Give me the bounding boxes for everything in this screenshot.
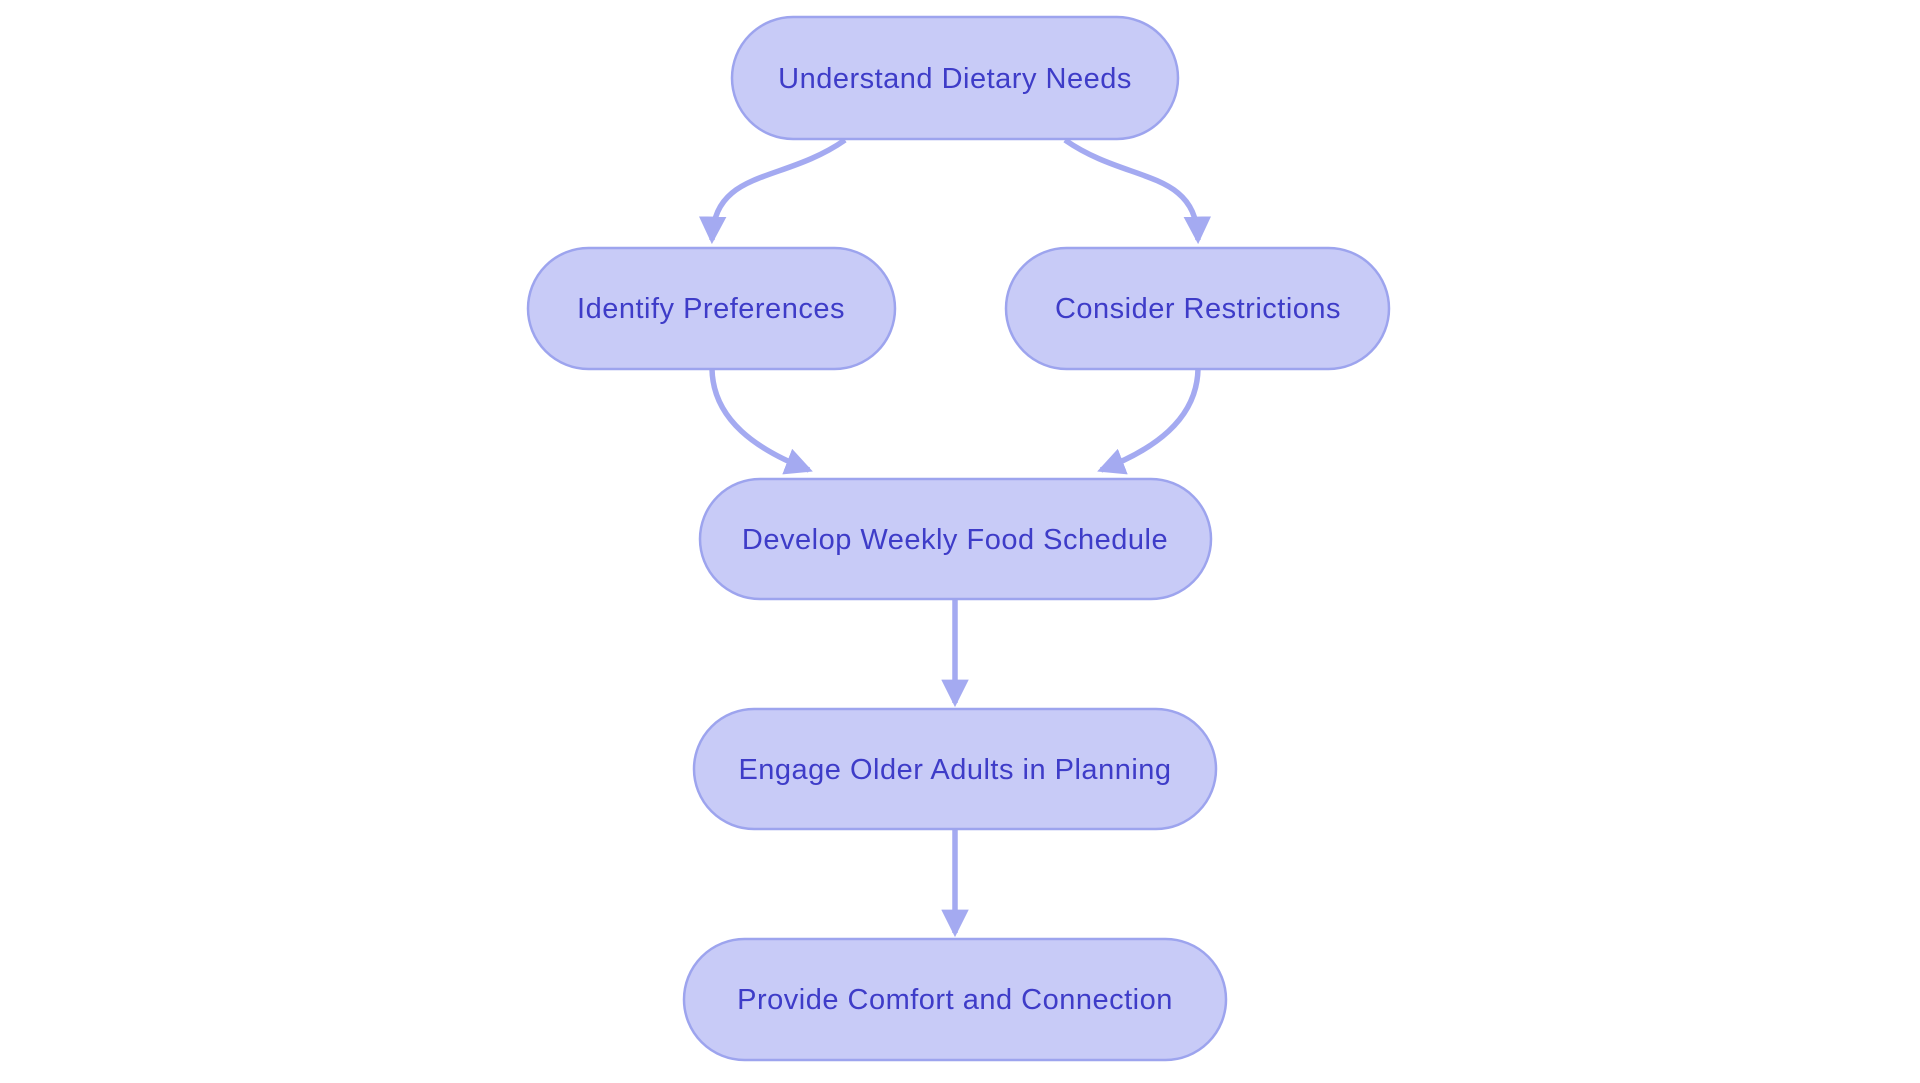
node-label: Identify Preferences <box>577 293 845 325</box>
node-develop-weekly-food-schedule: Develop Weekly Food Schedule <box>698 477 1213 601</box>
edge-identify-to-develop <box>709 368 813 475</box>
node-shape <box>682 937 1228 1062</box>
node-label: Engage Older Adults in Planning <box>738 754 1171 786</box>
node-label: Provide Comfort and Connection <box>737 984 1173 1016</box>
node-consider-restrictions: Consider Restrictions <box>1004 246 1391 371</box>
node-label: Consider Restrictions <box>1055 293 1341 325</box>
node-shape <box>730 15 1180 141</box>
edge-understand-to-consider <box>1063 137 1212 245</box>
node-understand-dietary-needs: Understand Dietary Needs <box>730 15 1180 141</box>
edge-understand-to-identify <box>698 137 847 245</box>
node-identify-preferences: Identify Preferences <box>526 246 897 371</box>
node-shape <box>698 477 1213 601</box>
node-shape <box>1004 246 1391 371</box>
node-provide-comfort-and-connection: Provide Comfort and Connection <box>682 937 1228 1062</box>
edge-consider-to-develop <box>1097 368 1201 475</box>
node-label: Develop Weekly Food Schedule <box>742 524 1168 556</box>
edge-layer <box>698 137 1212 938</box>
node-label: Understand Dietary Needs <box>778 63 1132 95</box>
node-shape <box>526 246 897 371</box>
node-shape <box>692 707 1218 831</box>
node-engage-older-adults-in-planning: Engage Older Adults in Planning <box>692 707 1218 831</box>
